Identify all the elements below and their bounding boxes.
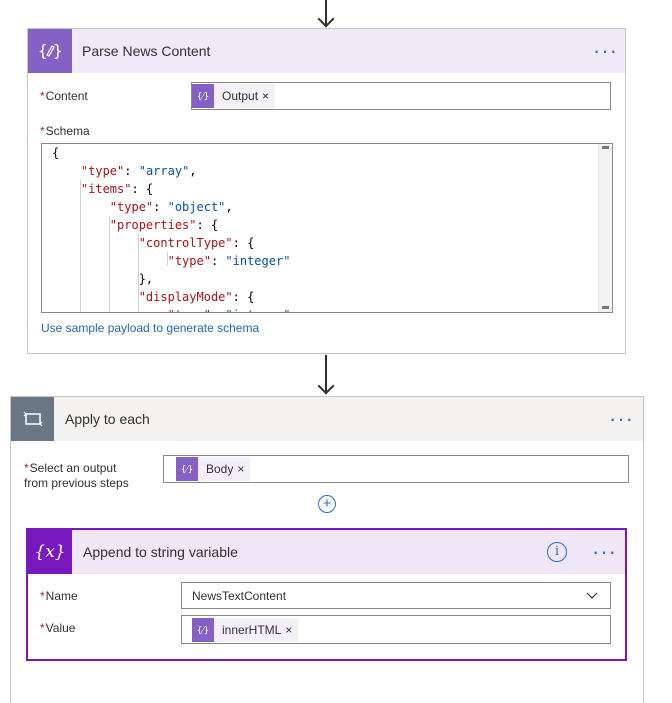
apply-to-each-title: Apply to each: [65, 411, 150, 427]
schema-editor[interactable]: { "type": "array", "items": { "type": "o…: [41, 143, 613, 313]
schema-line: "type": "integer": [167, 254, 291, 268]
scrollbar-thumb[interactable]: [602, 146, 609, 149]
name-value: NewsTextContent: [192, 589, 287, 603]
apply-to-each-more-button[interactable]: ···: [609, 406, 634, 431]
schema-line: "type": "object",: [109, 200, 233, 214]
add-action-button[interactable]: +: [318, 495, 336, 513]
schema-line: "controlType": {: [138, 236, 255, 250]
expression-icon: {⁄}: [192, 84, 214, 108]
indent-guide: [138, 234, 139, 312]
svg-text:{: {: [38, 41, 48, 60]
value-label: *Value: [40, 621, 76, 635]
value-field[interactable]: {⁄} innerHTML ×: [181, 615, 611, 644]
sample-payload-link[interactable]: Use sample payload to generate schema: [41, 321, 260, 335]
append-variable-header[interactable]: {x} Append to string variable i ···: [28, 530, 625, 574]
parse-json-title: Parse News Content: [82, 43, 211, 59]
remove-token-icon[interactable]: ×: [262, 89, 270, 103]
schema-line: {: [52, 146, 60, 160]
info-icon[interactable]: i: [547, 542, 567, 562]
expression-icon: {⁄}: [192, 618, 214, 642]
schema-line: "items": {: [80, 182, 154, 196]
remove-token-icon[interactable]: ×: [237, 462, 245, 476]
select-output-field[interactable]: {⁄} Body ×: [163, 455, 629, 483]
indent-guide: [167, 252, 168, 266]
indent-guide: [109, 216, 110, 312]
schema-line: "type": "integer": [52, 308, 291, 312]
chevron-down-icon: [586, 592, 598, 599]
schema-line: },: [52, 272, 154, 286]
schema-line: "displayMode": {: [138, 290, 255, 304]
scrollbar-thumb-bottom: [602, 306, 609, 309]
value-token-label: innerHTML: [222, 623, 282, 637]
expression-icon: {⁄}: [176, 457, 198, 481]
remove-token-icon[interactable]: ×: [285, 623, 293, 637]
content-field[interactable]: {⁄} Output ×: [191, 82, 611, 110]
loop-icon: [11, 397, 54, 441]
content-token-label: Output: [222, 89, 259, 103]
connector-arrow-middle: [317, 377, 335, 395]
name-label: *Name: [40, 589, 78, 603]
apply-to-each-header[interactable]: Apply to each ···: [11, 397, 643, 441]
indent-guide: [80, 180, 81, 312]
parse-json-header[interactable]: {} Parse News Content ···: [28, 29, 625, 73]
connector-line-top: [325, 0, 327, 26]
content-label: *Content: [40, 89, 88, 103]
append-variable-title: Append to string variable: [83, 544, 238, 560]
svg-text:}: }: [53, 41, 62, 60]
schema-label: *Schema: [40, 124, 90, 138]
connector-line-middle: [325, 355, 327, 393]
append-variable-card: {x} Append to string variable i ··· *Nam…: [26, 528, 627, 661]
content-token-output[interactable]: {⁄} Output ×: [192, 84, 276, 108]
append-variable-more-button[interactable]: ···: [592, 539, 617, 564]
variable-icon: {x}: [28, 530, 72, 574]
select-output-label: *Select an output from previous steps: [24, 461, 129, 490]
select-token-label: Body: [206, 462, 234, 476]
schema-line: "properties": {: [109, 218, 219, 232]
name-dropdown[interactable]: NewsTextContent: [181, 582, 611, 609]
schema-scrollbar[interactable]: [598, 144, 612, 312]
connector-arrow-top: [317, 10, 335, 28]
apply-to-each-card: Apply to each ··· *Select an output from…: [10, 396, 644, 703]
parse-json-card: {} Parse News Content ··· *Content {⁄} O…: [27, 28, 626, 354]
parse-json-more-button[interactable]: ···: [593, 38, 618, 63]
schema-line: "type": "array",: [80, 164, 197, 178]
select-token-body[interactable]: {⁄} Body ×: [176, 457, 251, 481]
json-edit-icon: {}: [28, 29, 72, 73]
value-token-innerhtml[interactable]: {⁄} innerHTML ×: [192, 618, 299, 642]
